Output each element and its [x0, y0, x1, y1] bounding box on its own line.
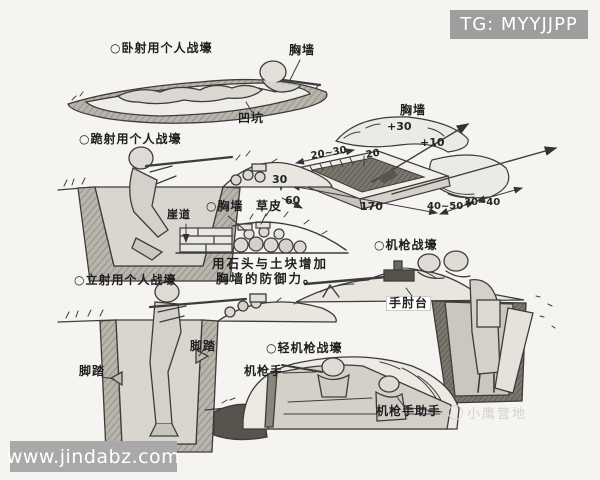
- plan-length-value: 170: [360, 200, 383, 213]
- wall-cliffpath-label: 崖道: [167, 208, 191, 221]
- lmg-assistant-label: 机枪手助手: [376, 404, 442, 418]
- dimension-plan-sketch: [277, 116, 558, 215]
- prone-parapet-label: 胸墙: [289, 43, 316, 57]
- tg-watermark-badge: TG: MYYJJPP: [450, 10, 588, 39]
- plan-front-height-value: +30: [387, 120, 412, 133]
- lmg-trench-title: ○轻机枪战壕: [266, 341, 343, 355]
- brand-name: 小鹰营地: [467, 407, 528, 422]
- prone-trench-title: ○卧射用个人战壕: [110, 41, 213, 55]
- plan-depth-value: 30: [272, 173, 288, 186]
- standing-footstep-right-label: 脚踏: [190, 339, 217, 353]
- mg-trench-title: ○机枪战壕: [374, 238, 438, 252]
- prone-trench-sketch: [67, 59, 328, 124]
- plan-parapet-label: 胸墙: [400, 103, 427, 117]
- kneeling-trench-title: ○跪射用个人战壕: [79, 132, 182, 146]
- wall-caption-line1: 用石头与土块增加: [212, 256, 329, 271]
- breastwork-detail-sketch: [175, 210, 349, 254]
- lmg-gunner-label: 机枪手: [244, 364, 284, 378]
- plan-width-value: 60: [285, 194, 301, 207]
- brand-watermark: 小鹰营地: [448, 403, 527, 422]
- plan-side-width-value: 30~40: [464, 197, 501, 208]
- plan-side-height-value: +10: [420, 136, 445, 149]
- wall-caption-line2: 胸墙的防御力。: [216, 271, 318, 286]
- brand-logo-icon: [448, 405, 463, 420]
- mg-elbow-rest-label: 手肘台: [386, 296, 432, 312]
- mg-trench-sketch: [295, 250, 556, 404]
- standing-trench-title: ○立射用个人战壕: [74, 273, 177, 287]
- standing-trench-sketch: [57, 281, 337, 453]
- wall-sod-label: 草皮: [256, 199, 283, 213]
- plan-front-width-value: 40~50: [427, 201, 464, 212]
- standing-footstep-left-label: 脚踏: [79, 364, 106, 378]
- prone-pit-label: 凹坑: [238, 111, 265, 125]
- wall-parapet-label: ○胸墙: [206, 199, 244, 213]
- lmg-trench-sketch: [204, 356, 460, 441]
- site-url-watermark: www.jindabz.com: [7, 441, 180, 472]
